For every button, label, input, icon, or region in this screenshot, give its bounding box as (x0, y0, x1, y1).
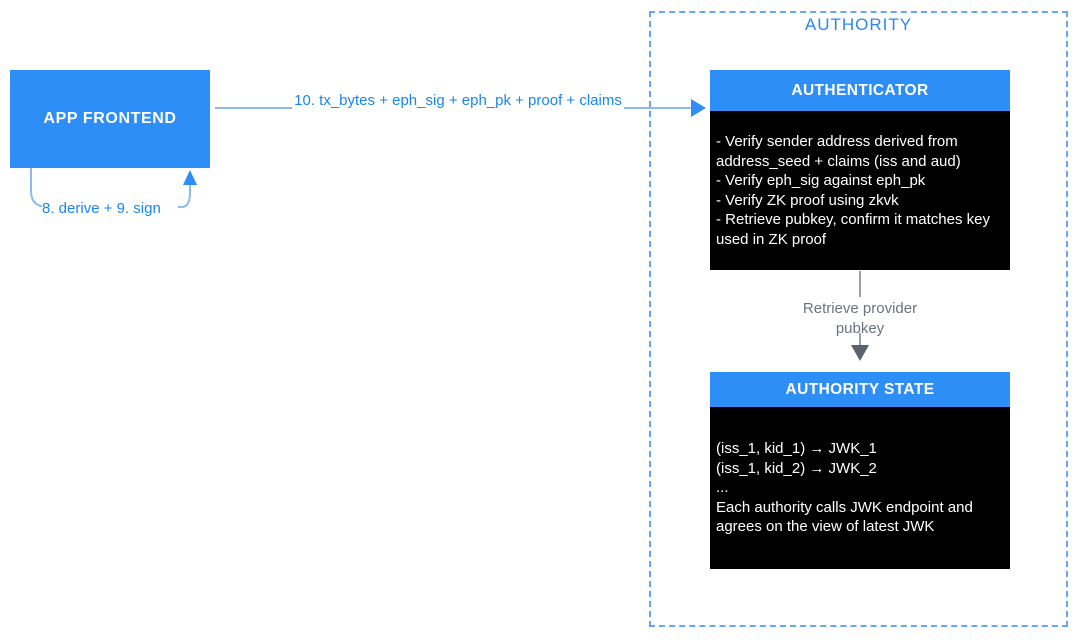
retrieve-connector-line-top (859, 271, 861, 297)
app-frontend-node: APP FRONTEND (10, 70, 210, 168)
authenticator-body: - Verify sender address derived from add… (710, 111, 1010, 270)
authority-title: AUTHORITY (804, 15, 913, 34)
authority-container (649, 11, 1068, 627)
authority-state-header: AUTHORITY STATE (710, 372, 1010, 407)
authenticator-body-text: - Verify sender address derived from add… (716, 133, 990, 248)
retrieve-label: Retrieve provider pubkey (780, 299, 940, 339)
authority-state-title: AUTHORITY STATE (785, 380, 935, 398)
authenticator-title: AUTHENTICATOR (791, 81, 929, 99)
tx-arrow-label: 10. tx_bytes + eph_sig + eph_pk + proof … (292, 91, 624, 111)
arrowhead-down-icon (851, 345, 869, 361)
retrieve-connector-line-bottom (859, 333, 861, 345)
arrowhead-up-icon (183, 170, 197, 185)
arrowhead-right-icon (691, 99, 706, 117)
authenticator-header: AUTHENTICATOR (710, 70, 1010, 111)
authority-state-body-text: (iss_1, kid_1) → JWK_1 (iss_1, kid_2) → … (716, 440, 973, 536)
app-frontend-label: APP FRONTEND (43, 110, 177, 127)
authority-state-body: (iss_1, kid_1) → JWK_1 (iss_1, kid_2) → … (710, 407, 1010, 569)
derive-sign-label: 8. derive + 9. sign (42, 200, 161, 218)
